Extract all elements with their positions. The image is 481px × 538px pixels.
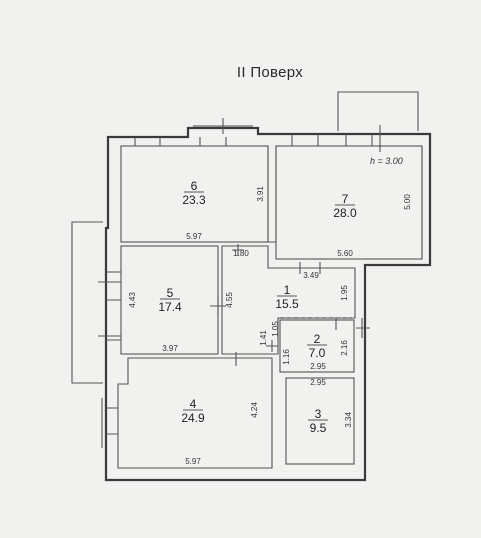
- window-marks: [98, 118, 381, 448]
- dim-r4-height: 4.24: [250, 402, 259, 418]
- balcony-top: [337, 91, 419, 131]
- room-4-outline: [117, 357, 273, 469]
- dim-r5-height: 4.43: [128, 292, 137, 308]
- room-1-number: 1: [284, 283, 291, 297]
- room-3-area: 9.5: [310, 421, 327, 435]
- room-3-outline: [285, 377, 355, 465]
- dim-r2-right: 2.16: [340, 340, 349, 356]
- dim-hall-inner-left: 1.05: [271, 321, 280, 337]
- room-5-number: 5: [167, 286, 174, 300]
- outer-wall: [104, 126, 432, 482]
- room-7-outline: [275, 145, 423, 260]
- ceiling-height-note: h = 3.00: [370, 156, 403, 166]
- dim-r5-right: 4.55: [225, 292, 234, 308]
- dim-r5-width: 3.97: [162, 344, 178, 353]
- dim-r2-left: 1.16: [282, 349, 291, 365]
- floor-title: II Поверх: [236, 64, 304, 81]
- dim-r7-height: 5.00: [403, 194, 412, 210]
- dim-r7-width: 5.60: [337, 249, 353, 258]
- room-4-number: 4: [190, 397, 197, 411]
- room-7-number: 7: [342, 192, 349, 206]
- door-marks: [210, 244, 370, 373]
- dim-r2-width: 2.95: [310, 362, 326, 371]
- room-6-outline: [120, 145, 269, 243]
- dim-hall-top-right: 3.49: [303, 271, 319, 280]
- dim-hall-top: 1.80: [233, 249, 249, 258]
- dim-r4-width: 5.97: [185, 457, 201, 466]
- room-6-area: 23.3: [182, 193, 206, 207]
- room-4-area: 24.9: [181, 411, 205, 425]
- room-1-area: 15.5: [275, 297, 299, 311]
- room-2-number: 2: [314, 332, 321, 346]
- room-5-area: 17.4: [158, 300, 182, 314]
- room-1-outline: [221, 245, 356, 355]
- dim-r3-width: 2.95: [310, 378, 326, 387]
- dim-r6-width: 5.97: [186, 232, 202, 241]
- dim-r6-height: 3.91: [256, 186, 265, 202]
- balcony-left: [71, 221, 103, 384]
- room-6-number: 6: [191, 179, 198, 193]
- room-7-area: 28.0: [333, 206, 357, 220]
- room-3-number: 3: [315, 407, 322, 421]
- dim-r3-height: 3.34: [344, 412, 353, 428]
- dim-hall-right: 1.95: [340, 285, 349, 301]
- room-2-area: 7.0: [309, 346, 326, 360]
- dim-hall-left: 1.41: [259, 330, 268, 346]
